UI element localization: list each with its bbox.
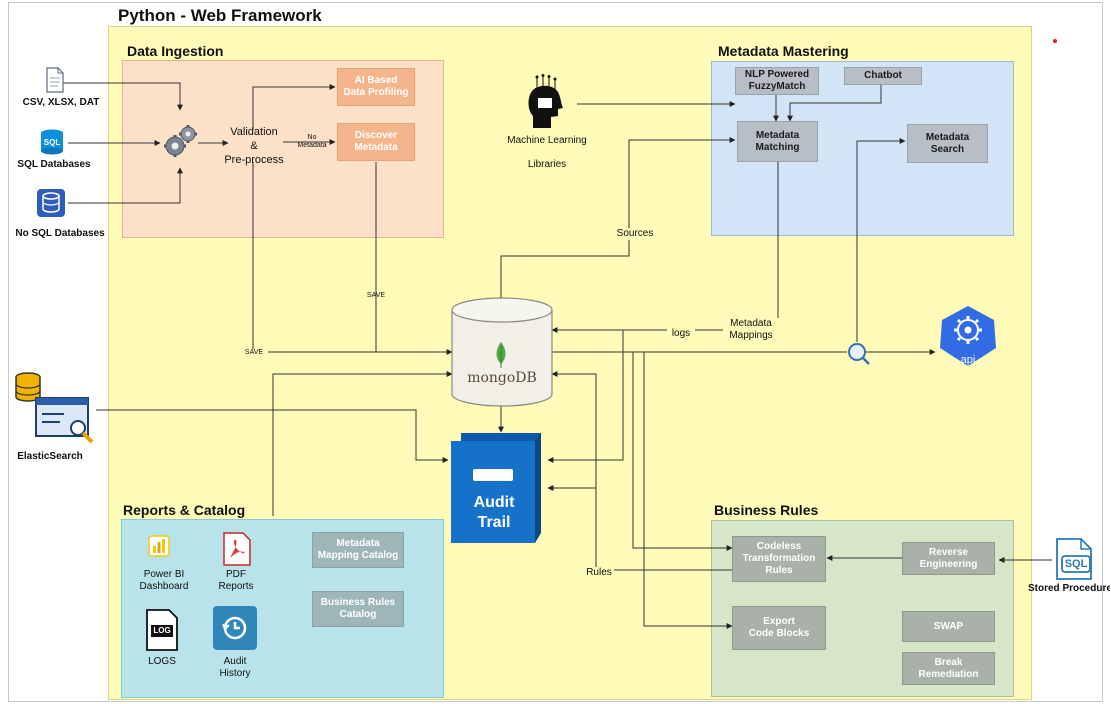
elasticsearch-label: ElasticSearch [17,451,83,462]
red-dot [1053,39,1057,43]
business-rules-title: Business Rules [714,502,819,518]
api-label: api [960,354,976,366]
logs-edge-label: logs [667,328,695,340]
gear-icon [160,122,200,162]
mongodb-leaf-icon [494,342,508,368]
codeless-transformation-rules-box: Codeless Transformation Rules [732,536,826,582]
discover-metadata-box: Discover Metadata [337,123,415,161]
nosql-db-icon [36,188,66,218]
stored-procedure-icon-text: SQL [1064,558,1088,570]
sql-databases-label: SQL Databases [17,159,91,170]
metadata-mappings-label: Metadata Mappings [723,318,779,342]
metadata-mastering-title: Metadata Mastering [718,43,849,59]
metadata-matching-box: Metadata Matching [737,121,818,162]
sql-db-icon [40,129,64,155]
stored-procedure-label: Stored Procedure [1028,583,1110,594]
data-ingestion-title: Data Ingestion [127,43,224,59]
power-bi-icon [148,535,170,557]
log-file-icon [145,609,179,651]
audit-trail-label: Audit Trail [473,494,515,531]
search-lens-icon [848,343,866,361]
break-remediation-box: Break Remediation [902,652,995,685]
reverse-engineering-box: Reverse Engineering [902,542,995,575]
metadata-mapping-catalog-box: Metadata Mapping Catalog [312,532,404,568]
stored-procedure-icon [1053,538,1093,580]
no-metadata-label: No Metadata [297,134,327,149]
framework-title: Python - Web Framework [118,6,322,25]
machine-learning-head-icon [525,74,565,130]
audit-history-icon [213,606,257,650]
validation-label: Validation & Pre-process [224,126,284,166]
api-hexagon-icon [936,304,1000,368]
power-bi-label: Power BI Dashboard [139,569,189,592]
rules-edge-label: Rules [584,567,614,579]
audit-trail-book [451,433,547,543]
ai-data-profiling-box: AI Based Data Profiling [337,68,415,106]
log-icon-text: LOG [153,626,171,635]
swap-box: SWAP [902,611,995,642]
elasticsearch-icon [12,372,96,444]
export-code-blocks-box: Export Code Blocks [732,606,826,650]
file-icon [45,67,65,93]
chatbot-box: Chatbot [844,67,922,85]
machine-learning-label: Machine Learning Libraries [507,135,587,170]
audit-history-label: Audit History [219,656,251,679]
save-label-lower: SAVE [240,349,268,357]
sources-edge-label: Sources [610,228,660,240]
nosql-databases-label: No SQL Databases [15,228,105,239]
logs-label: LOGS [148,656,176,667]
metadata-search-box: Metadata Search [907,124,988,163]
reports-catalog-title: Reports & Catalog [123,502,246,518]
nlp-fuzzymatch-box: NLP Powered FuzzyMatch [735,67,819,95]
mongodb-label: mongoDB [467,370,537,386]
pdf-reports-label: PDF Reports [218,569,254,592]
save-label-upper: SAVE [366,292,386,299]
business-rules-catalog-box: Business Rules Catalog [312,591,404,627]
outer-frame [8,2,1103,702]
pdf-icon [222,532,252,566]
sql-icon-text: SQL [43,138,61,147]
files-label: CSV, XLSX, DAT [22,97,100,108]
